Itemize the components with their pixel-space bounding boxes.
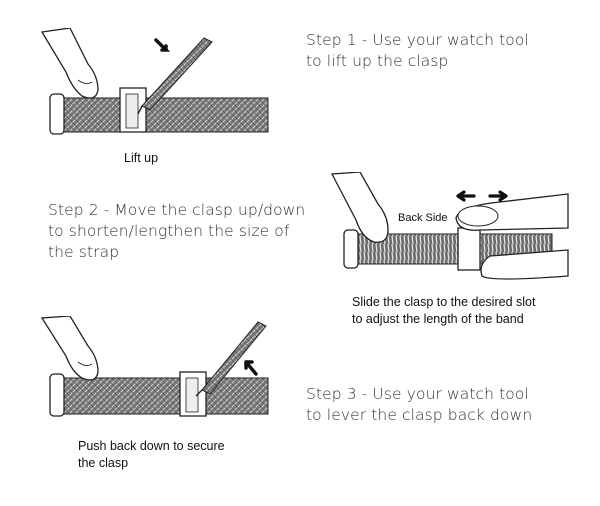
caption-lift-up: Lift up (124, 151, 159, 165)
band-loop (49, 373, 65, 417)
arrow-down-right-icon (154, 38, 171, 52)
watch-band (57, 97, 269, 133)
caption-push-line-1: Push back down to secure (78, 439, 225, 453)
finger (330, 171, 389, 243)
step-1-text: Step 1 - Use your watch tool to lift up … (306, 30, 529, 72)
thumb-lower (480, 249, 569, 280)
step-3-line-2: to lever the clasp back down (306, 406, 533, 424)
caption-slide-clasp: Slide the clasp to the desired slot to a… (352, 294, 535, 328)
caption-push-line-2: the clasp (78, 456, 129, 470)
step-3-text: Step 3 - Use your watch tool to lever th… (306, 384, 532, 426)
step-2-line-2: to shorten/lengthen the size of (48, 222, 290, 240)
illustration-lever-clasp (38, 315, 270, 428)
caption-push-back: Push back down to secure the clasp (78, 438, 225, 472)
illustration-slide-clasp (330, 171, 570, 290)
caption-back-side: Back Side (398, 212, 448, 224)
arrow-right-icon (488, 190, 508, 202)
watch-tool (201, 321, 267, 395)
arrow-left-icon (456, 190, 476, 202)
step-1-line-1: Step 1 - Use your watch tool (306, 31, 529, 49)
clasp (457, 227, 481, 271)
illustration-lift-clasp (38, 27, 270, 148)
step-2-line-3: the strap (48, 243, 120, 261)
finger (40, 27, 99, 99)
step-2-line-1: Step 2 - Move the clasp up/down (48, 201, 306, 219)
watch-band (57, 377, 269, 415)
finger (40, 315, 99, 381)
watch-tool (141, 37, 213, 111)
band-loop (49, 93, 65, 135)
band-loop (343, 229, 359, 269)
step-1-line-2: to lift up the clasp (306, 52, 449, 70)
caption-slide-line-2: to adjust the length of the band (352, 312, 524, 326)
caption-slide-line-1: Slide the clasp to the desired slot (352, 295, 536, 309)
arrow-up-left-icon (244, 360, 258, 376)
step-3-line-1: Step 3 - Use your watch tool (306, 385, 529, 403)
step-2-text: Step 2 - Move the clasp up/down to short… (48, 200, 305, 263)
